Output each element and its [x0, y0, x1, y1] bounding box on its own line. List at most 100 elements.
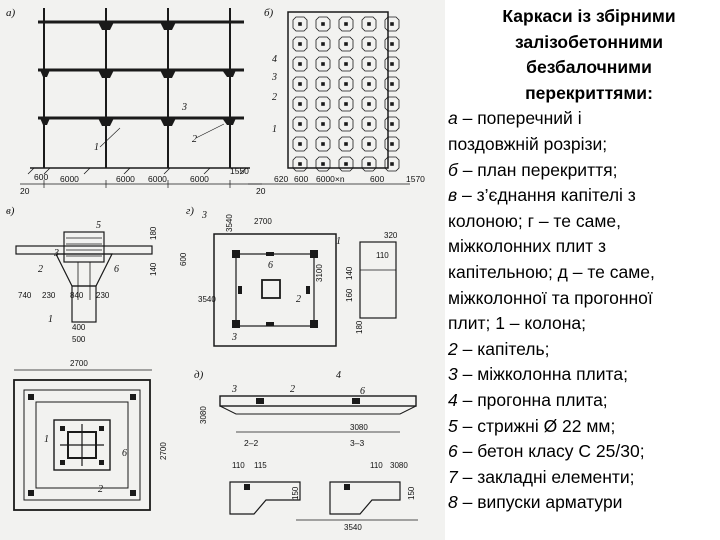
caption-text: – поперечний і — [457, 108, 582, 129]
dim-b-5: 1570 — [406, 174, 425, 184]
caption-text: – міжколонна плита; — [457, 364, 628, 385]
plan-column — [344, 162, 348, 166]
plan-capital — [384, 56, 400, 72]
plan-column — [367, 102, 371, 106]
plan-column — [390, 22, 394, 26]
dim-a-1: 20 — [20, 186, 30, 196]
caption-key: а — [448, 108, 458, 129]
caption-text: міжколонної та прогонної — [448, 287, 653, 308]
callout-c-2: 2 — [38, 264, 43, 275]
plan-capital — [315, 156, 331, 172]
plan-column — [390, 62, 394, 66]
plan-column — [390, 122, 394, 126]
dim-d-9: 180 — [355, 320, 364, 334]
plan-column — [344, 22, 348, 26]
dim-e-2: 2700 — [159, 442, 168, 460]
figure-caption: а – поперечний і поздовжній розрізи; б – п… — [448, 106, 716, 516]
caption-text: – з’єднання капітелі з — [457, 185, 636, 206]
plan-capital — [338, 136, 354, 152]
plan-column — [321, 82, 325, 86]
plan-column — [390, 42, 394, 46]
slab-joint-sections-f: 3080 3080 2–2 3–3 110 115 110 3080 3540 … — [199, 370, 418, 532]
plan-capital — [292, 76, 308, 92]
caption-line: колоною; г – те саме, — [448, 209, 716, 235]
plan-capital — [384, 76, 400, 92]
callout-d-6: 6 — [268, 260, 273, 271]
dim-d-3: 320 — [384, 231, 398, 240]
plan-capital — [361, 136, 377, 152]
callout-f-6: 6 — [360, 386, 365, 397]
caption-text: – стрижні Ø 22 мм; — [457, 415, 616, 436]
plan-capital — [361, 156, 377, 172]
caption-line: 8 – випуски арматури — [448, 490, 716, 516]
plan-capital — [384, 136, 400, 152]
dim-c-8: 140 — [149, 262, 158, 276]
dim-d-5: 3540 — [225, 214, 234, 232]
plan-capital — [315, 36, 331, 52]
plan-column — [321, 42, 325, 46]
plan-column — [298, 22, 302, 26]
plan-capital — [361, 76, 377, 92]
plan-column — [298, 122, 302, 126]
dim-c-6: 500 — [72, 335, 86, 344]
caption-line: міжколонних плит з — [448, 234, 716, 260]
callout-c-1: 1 — [48, 314, 53, 325]
plan-column — [321, 62, 325, 66]
caption-text: колоною; г – те саме, — [448, 210, 621, 231]
dim-b-3: 6000×n — [316, 174, 345, 184]
capital-plan-e: 2700 2700 1 6 2 — [13, 359, 168, 511]
plan-capital — [292, 96, 308, 112]
dim-f-5: 110 — [370, 461, 383, 470]
plan-capital — [292, 156, 308, 172]
plan-capital — [338, 116, 354, 132]
plan-capital — [384, 16, 400, 32]
plan-column — [321, 122, 325, 126]
caption-text: капітельною; д – те саме, — [448, 261, 655, 282]
plan-capital — [338, 16, 354, 32]
caption-key: 8 — [448, 492, 458, 513]
plan-capital — [292, 116, 308, 132]
caption-text: поздовжній розрізи; — [448, 133, 608, 154]
dim-d-7: 160 — [345, 288, 354, 302]
caption-text: – закладні елементи; — [457, 466, 635, 487]
floor-plan-b: 4 3 2 1 620 600 6000×n 600 1570 — [248, 11, 425, 185]
callout-f-2: 2 — [290, 384, 295, 395]
dim-f-3: 110 — [232, 461, 245, 470]
caption-text: – план перекриття; — [457, 159, 618, 180]
caption-line: капітельною; д – те саме, — [448, 260, 716, 286]
dim-f-8: 150 — [291, 486, 300, 500]
dim-c-4: 230 — [96, 291, 110, 300]
plan-capital — [361, 16, 377, 32]
caption-line: в – з’єднання капітелі з — [448, 183, 716, 209]
dim-d-2: 3540 — [198, 295, 216, 304]
title-line: Каркаси із збірними — [502, 6, 676, 26]
dim-f-1: 3080 — [199, 406, 208, 424]
capital-joint-c: 740 230 840 230 400 500 600 140 180 5 3 … — [15, 220, 188, 344]
plan-column — [298, 102, 302, 106]
dim-d-8: 140 — [345, 266, 354, 280]
plan-column — [344, 82, 348, 86]
dim-c-1: 740 — [18, 291, 32, 300]
dim-c-7: 600 — [179, 252, 188, 266]
plan-capital — [315, 136, 331, 152]
plan-column — [344, 62, 348, 66]
callout-c-5: 5 — [96, 220, 101, 231]
callout-e-2: 2 — [98, 484, 103, 495]
callout-b-4: 4 — [272, 54, 277, 65]
dim-f-6: 3080 — [390, 461, 408, 470]
callout-f-3: 3 — [231, 384, 237, 395]
dim-e-1: 2700 — [70, 359, 88, 368]
title-line: залізобетонними — [514, 31, 664, 52]
callout-b-2: 2 — [272, 92, 277, 103]
dim-b-1: 620 — [274, 174, 288, 184]
caption-line: б – план перекриття; — [448, 158, 716, 184]
plan-column — [321, 22, 325, 26]
callout-e-6: 6 — [122, 448, 127, 459]
dim-d-6: 3100 — [315, 264, 324, 282]
plan-capital — [292, 16, 308, 32]
label-b: б) — [264, 7, 274, 19]
dim-c-2: 230 — [42, 291, 56, 300]
plan-column — [321, 142, 325, 146]
callout-d-3: 3 — [201, 210, 207, 221]
plan-capital — [292, 36, 308, 52]
